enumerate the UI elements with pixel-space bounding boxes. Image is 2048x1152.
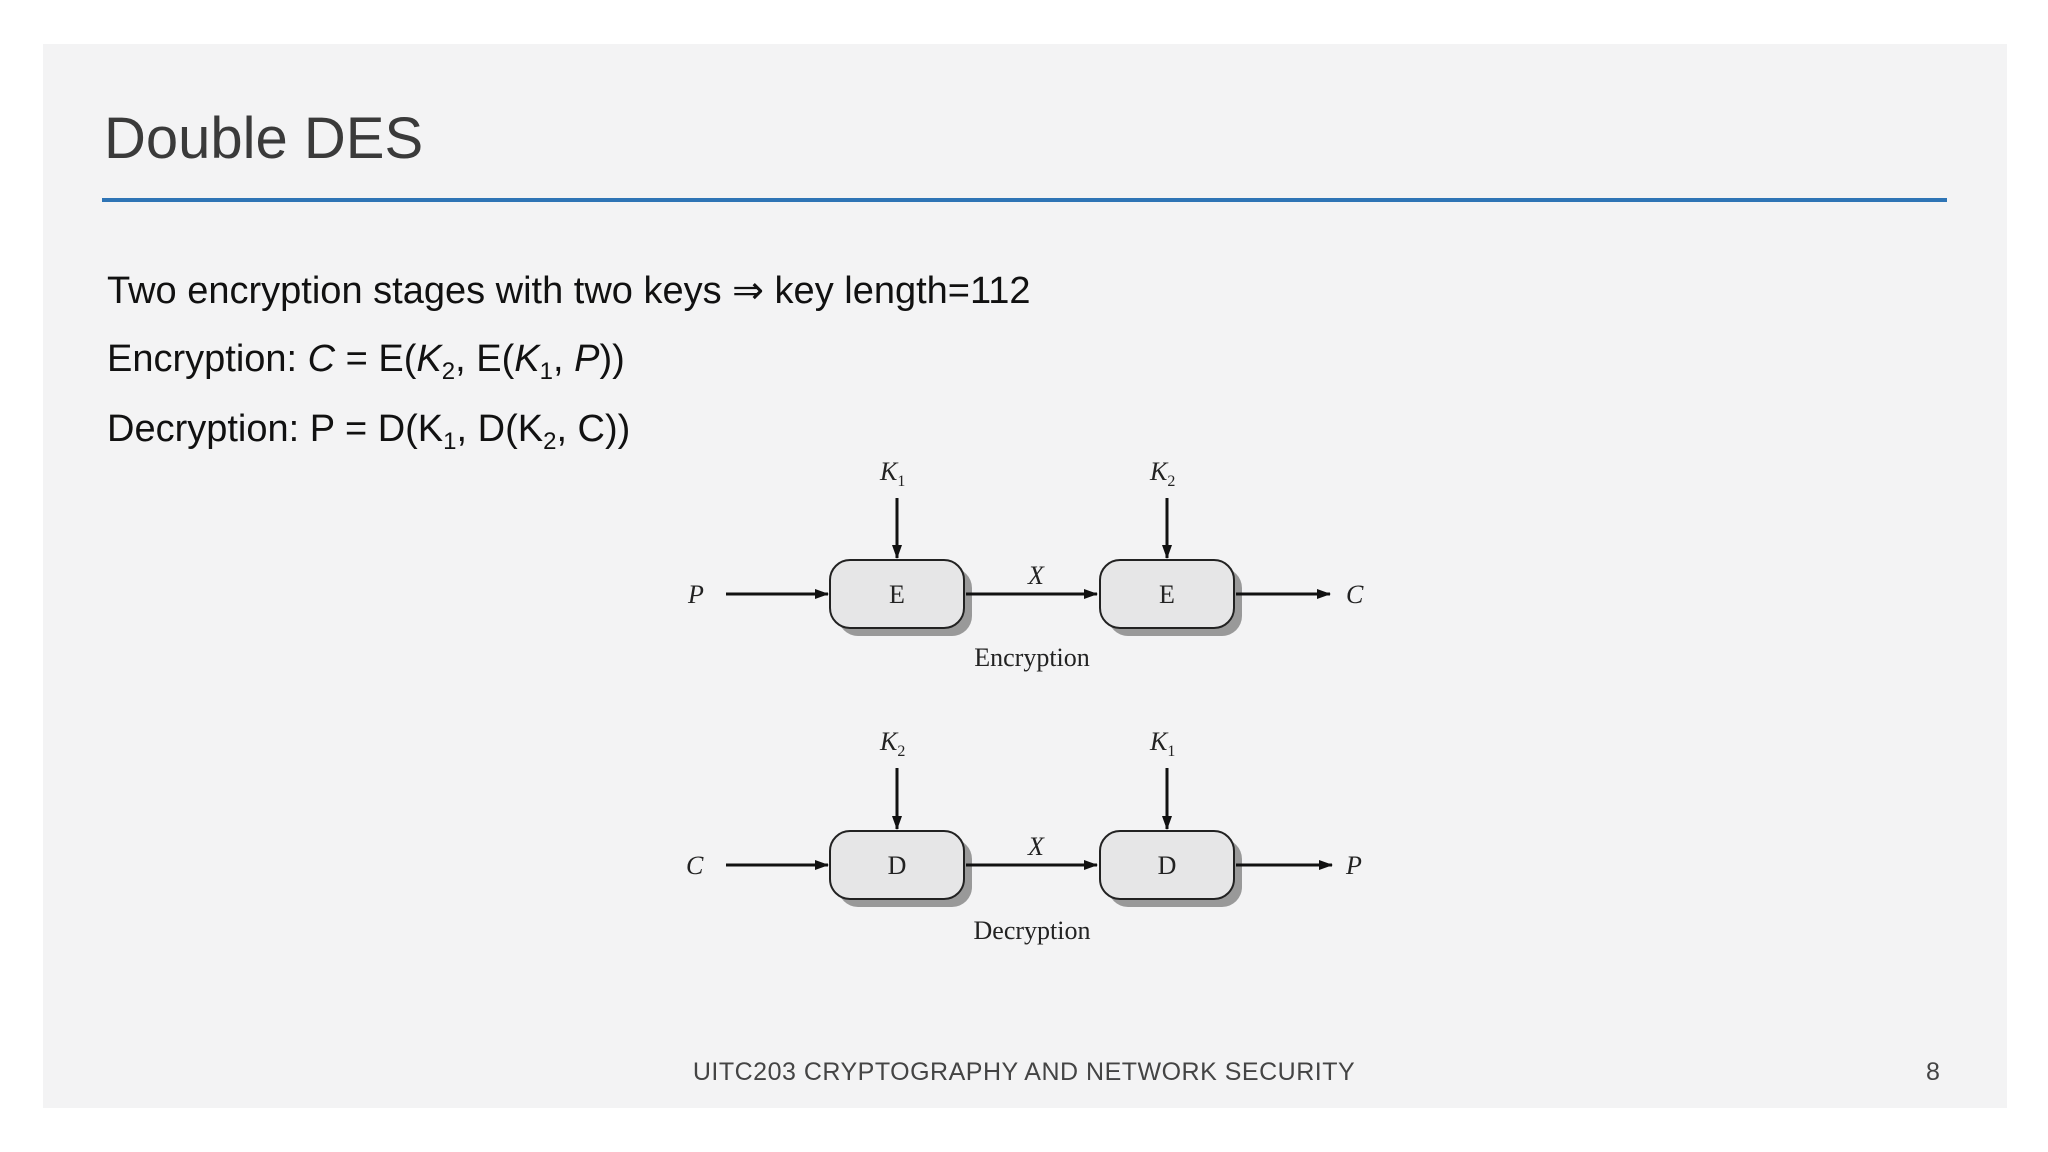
enc-box1: [829, 559, 965, 629]
dec-key2-label: K1: [1149, 727, 1175, 760]
dec-box2-label: D: [1158, 851, 1177, 880]
enc-intermediate-label: X: [1027, 561, 1045, 590]
dec-caption: Decryption: [974, 916, 1091, 945]
slide-title: Double DES: [104, 106, 424, 171]
dec-box1-label: D: [888, 851, 907, 880]
enc-box2: [1099, 559, 1235, 629]
enc-input-label: P: [687, 580, 704, 609]
enc-caption: Encryption: [974, 643, 1090, 672]
bullet-key-length: Two encryption stages with two keys ⇒ ke…: [107, 270, 1031, 312]
dec-output-label: P: [1345, 851, 1362, 880]
enc-output-label: C: [1346, 580, 1364, 609]
slide: [43, 44, 2007, 1108]
dec-intermediate-label: X: [1027, 832, 1045, 861]
enc-box2-label: E: [1159, 580, 1175, 609]
double-des-diagram: K1 K2 P E X E C Encryption: [660, 450, 1400, 975]
footer-course-title: UITC203 CRYPTOGRAPHY AND NETWORK SECURIT…: [692, 1058, 1356, 1086]
enc-key2-label: K2: [1149, 457, 1175, 490]
decryption-row: K2 K1 C D X D P Decryption: [686, 727, 1362, 945]
enc-key1-label: K1: [879, 457, 905, 490]
dec-key1-label: K2: [879, 727, 905, 760]
dec-box1: [829, 830, 965, 900]
bullet-decryption-formula: Decryption: P = D(K1, D(K2, C)): [107, 408, 631, 455]
enc-box1-label: E: [889, 580, 905, 609]
bullet-encryption-formula: Encryption: C = E(K2, E(K1, P)): [107, 338, 625, 385]
title-underline: [102, 198, 1947, 202]
page-number: 8: [1926, 1058, 1940, 1086]
encryption-row: K1 K2 P E X E C Encryption: [687, 457, 1364, 672]
dec-box2: [1099, 830, 1235, 900]
dec-input-label: C: [686, 851, 704, 880]
